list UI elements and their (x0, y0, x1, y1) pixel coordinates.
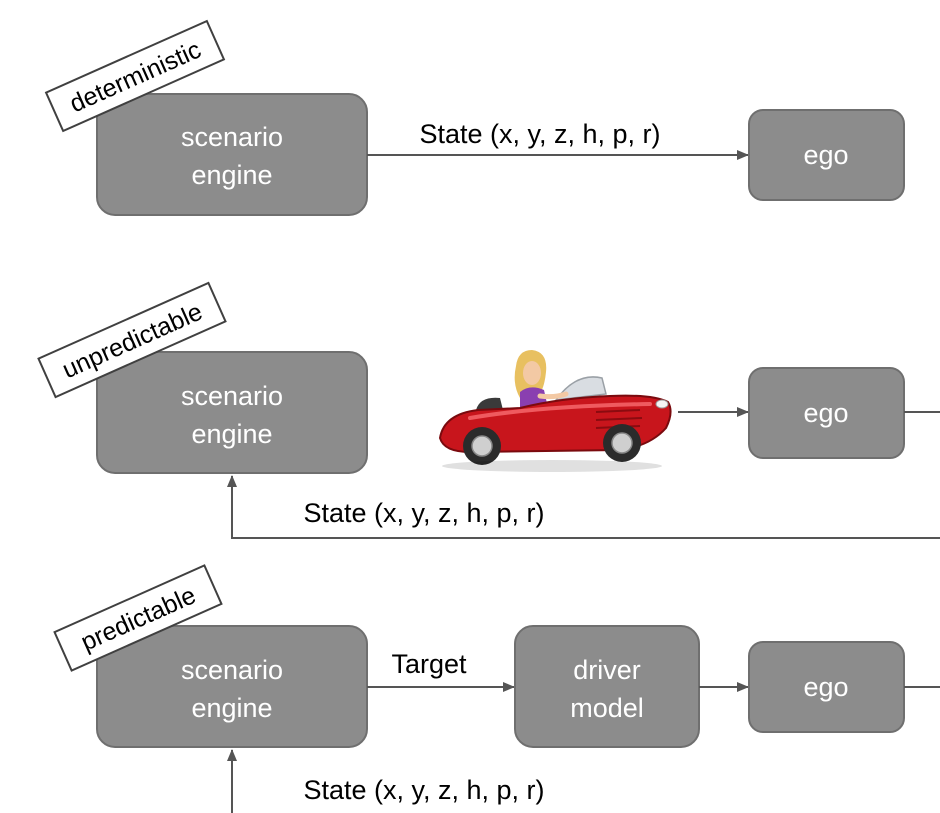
row-predictable: scenario engine predictable Target drive… (53, 564, 940, 813)
state-arrow-label: State (x, y, z, h, p, r) (419, 119, 660, 149)
state-feedback-arrow (227, 475, 940, 539)
driver-model-label-line1: driver (573, 655, 641, 685)
row-deterministic: scenario engine deterministic State (x, … (44, 19, 905, 216)
scenario-engine-box (96, 93, 368, 216)
ego-label: ego (803, 672, 848, 702)
driver-model-box (514, 625, 700, 748)
ego-label: ego (803, 398, 848, 428)
scenario-engine-box (96, 625, 368, 748)
scenario-engine-label-line2: engine (191, 160, 272, 190)
state-feedback-label: State (x, y, z, h, p, r) (303, 775, 544, 805)
scenario-engine-label-line1: scenario (181, 381, 283, 411)
row-unpredictable: scenario engine unpredictable (37, 281, 940, 539)
scenario-engine-label-line2: engine (191, 693, 272, 723)
driver-model-label-line2: model (570, 693, 644, 723)
scenario-engine-box (96, 351, 368, 474)
scenario-engine-label-line1: scenario (181, 655, 283, 685)
convertible-car-icon (438, 350, 672, 472)
target-arrow-label: Target (391, 649, 467, 679)
ego-label: ego (803, 140, 848, 170)
state-feedback-label: State (x, y, z, h, p, r) (303, 498, 544, 528)
scenario-engine-label-line2: engine (191, 419, 272, 449)
ego-box (748, 109, 905, 201)
scenario-engine-label-line1: scenario (181, 122, 283, 152)
